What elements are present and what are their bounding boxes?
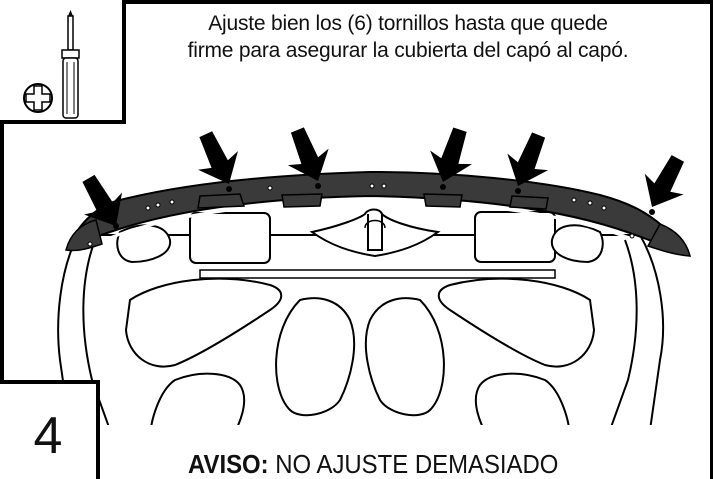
step-number: 4 — [33, 407, 63, 465]
instruction-line-1: Ajuste bien los (6) tornillos hasta que … — [208, 12, 608, 35]
instruction-text: Ajuste bien los (6) tornillos hasta que … — [128, 10, 688, 64]
warning-message: NO AJUSTE DEMASIADO — [275, 449, 559, 479]
warning-label: AVISO: — [188, 449, 269, 479]
tool-box — [0, 0, 126, 124]
phillips-screwdriver-icon — [23, 10, 80, 119]
arrow-screw-6 — [632, 148, 698, 218]
instruction-line-2: firme para asegurar la cubierta del capó… — [187, 39, 629, 62]
step-box: 4 — [0, 380, 100, 479]
warning-text: AVISO: NO AJUSTE DEMASIADO — [188, 449, 574, 479]
hood-cover — [65, 170, 691, 258]
hood-structure — [57, 208, 665, 425]
